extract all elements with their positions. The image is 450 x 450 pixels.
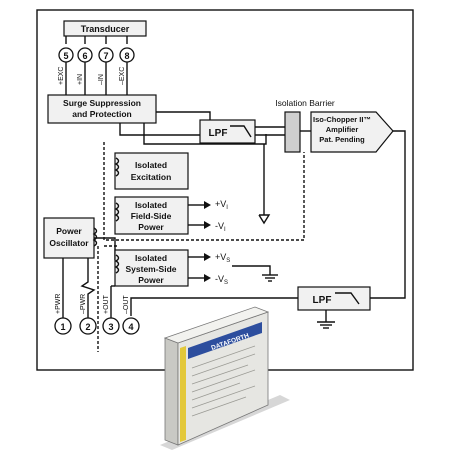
terminal-2 bbox=[79, 317, 97, 335]
ground-symbol-system bbox=[232, 265, 278, 282]
terminal-8-number: 8 bbox=[124, 51, 129, 61]
lpf-input-curve-icon bbox=[230, 125, 252, 138]
lpf-input-label: LPF bbox=[209, 128, 228, 139]
system-minus-v: -VS bbox=[215, 274, 228, 286]
system-power-line1: Isolated bbox=[135, 253, 167, 263]
field-minus-v: -VI bbox=[215, 221, 226, 233]
label-plus-pwr: +PWR bbox=[55, 294, 62, 314]
module-side bbox=[164, 337, 179, 446]
field-power-line1: Isolated bbox=[135, 200, 167, 210]
terminal-5-number: 5 bbox=[63, 51, 68, 61]
terminal-6-number: 6 bbox=[82, 51, 87, 61]
system-plus-arrowhead bbox=[204, 253, 211, 261]
system-power-line2: System-Side bbox=[125, 264, 176, 274]
lpf-output-label: LPF bbox=[313, 295, 332, 306]
oscillator-transformer-icon bbox=[92, 227, 98, 247]
terminal-1 bbox=[54, 317, 72, 335]
module-label-band bbox=[188, 322, 262, 359]
terminal-2-number: 2 bbox=[85, 322, 90, 332]
excitation-line1: Isolated bbox=[135, 160, 167, 170]
system-plus-v: +VS bbox=[215, 252, 230, 264]
lpf-output-feed bbox=[130, 297, 298, 316]
terminal-3 bbox=[102, 317, 120, 335]
excitation-transformer-icon bbox=[114, 157, 120, 177]
field-plus-arrowhead bbox=[204, 201, 211, 209]
lpf-output-curve-icon bbox=[335, 292, 360, 305]
module-photo: DATAFORTH bbox=[160, 306, 290, 450]
transducer-box bbox=[63, 20, 147, 37]
field-plus-v: +VI bbox=[215, 199, 228, 211]
terminal-7-number: 7 bbox=[103, 51, 108, 61]
system-power-transformer-icon bbox=[114, 254, 120, 274]
lpf-output-box bbox=[297, 286, 371, 311]
excitation-line2: Excitation bbox=[131, 172, 172, 182]
output-wire bbox=[370, 130, 406, 299]
output-terminal-wires bbox=[62, 258, 115, 318]
system-power-box bbox=[114, 249, 189, 287]
label-minus-exc: –EXC bbox=[119, 67, 126, 85]
transducer-label: Transducer bbox=[81, 24, 130, 34]
oscillator-line1: Power bbox=[56, 226, 82, 236]
field-side-boundary bbox=[103, 142, 305, 241]
isolated-excitation-box bbox=[114, 152, 189, 190]
isolation-barrier-bar bbox=[284, 111, 301, 153]
label-minus-out: –OUT bbox=[123, 295, 130, 314]
ground-symbol-output bbox=[317, 310, 335, 329]
system-minus-arrowhead bbox=[204, 274, 211, 282]
label-plus-out: +OUT bbox=[103, 294, 110, 314]
field-power-box bbox=[114, 196, 189, 235]
surge-line1: Surge Suppression bbox=[63, 98, 141, 108]
amplifier-line2: Amplifier bbox=[326, 125, 359, 134]
field-power-line3: Power bbox=[138, 222, 164, 232]
surge-protection-box bbox=[47, 94, 157, 124]
field-minus-arrowhead bbox=[204, 221, 211, 229]
system-power-line3: Power bbox=[138, 275, 164, 285]
terminal-1-number: 1 bbox=[60, 322, 65, 332]
module-print-lines bbox=[191, 345, 256, 417]
terminal-4 bbox=[122, 317, 140, 335]
field-power-line2: Field-Side bbox=[131, 211, 172, 221]
label-plus-exc: +EXC bbox=[58, 67, 65, 85]
isolation-barrier-label: Isolation Barrier bbox=[275, 98, 335, 108]
input-terminals: 5 6 7 8 +EXC +IN –IN –EXC bbox=[58, 36, 135, 95]
label-minus-in: –IN bbox=[98, 74, 105, 85]
module-top bbox=[163, 306, 270, 344]
power-oscillator-box bbox=[43, 217, 95, 259]
amplifier-line3: Pat. Pending bbox=[319, 135, 365, 144]
label-plus-in: +IN bbox=[77, 74, 84, 85]
label-minus-pwr: –PWR bbox=[80, 294, 87, 314]
oscillator-line2: Oscillator bbox=[49, 238, 89, 248]
surge-line2: and Protection bbox=[72, 109, 132, 119]
terminal-3-number: 3 bbox=[108, 322, 113, 332]
field-power-transformer-icon bbox=[114, 202, 120, 222]
amplifier-line1: Iso-Chopper II™ bbox=[313, 115, 371, 124]
amplifier-triangle bbox=[310, 111, 394, 153]
outer-frame bbox=[36, 9, 414, 371]
terminal-4-number: 4 bbox=[128, 322, 133, 332]
module-yellow-strip bbox=[180, 346, 186, 442]
